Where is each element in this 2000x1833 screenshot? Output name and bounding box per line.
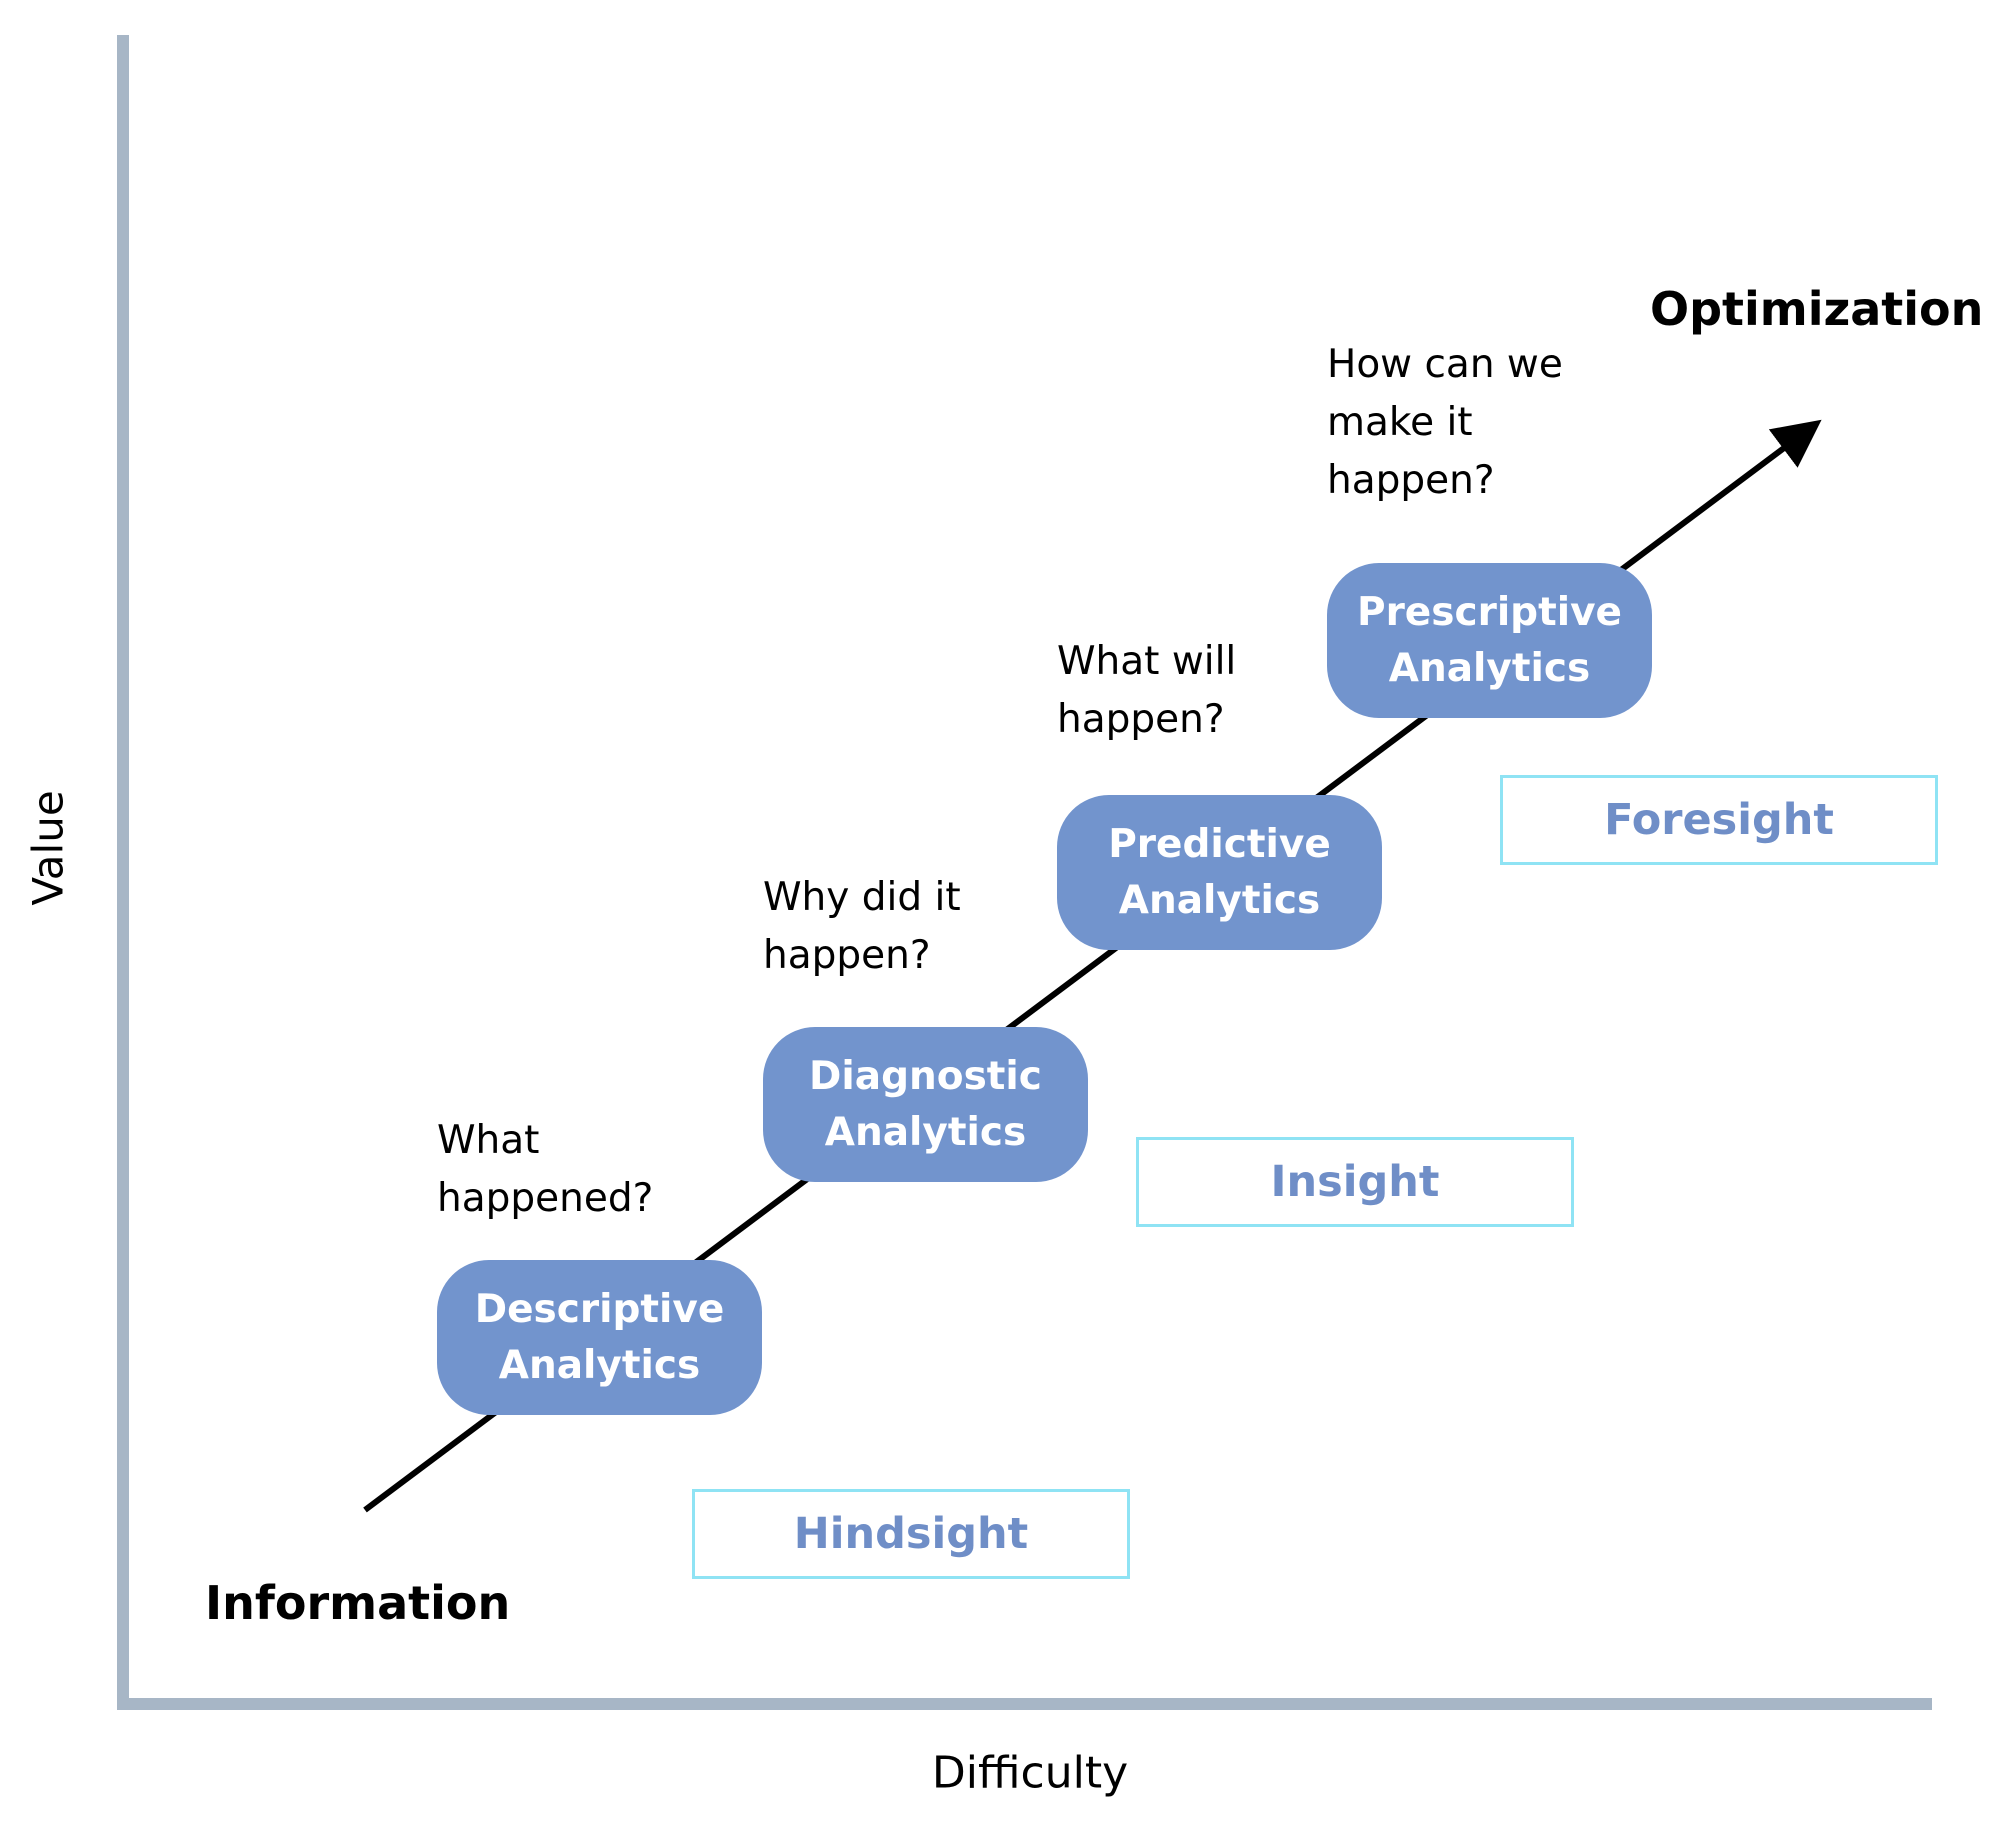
x-axis-line [117, 1698, 1932, 1710]
outcome-hindsight: Hindsight [692, 1489, 1130, 1579]
stage-descriptive-label: Descriptive Analytics [474, 1286, 725, 1388]
question-descriptive: What happened? [437, 1118, 654, 1221]
question-diagnostic: Why did it happen? [763, 875, 961, 978]
stage-prescriptive: Prescriptive Analytics [1327, 563, 1652, 718]
stage-diagnostic: Diagnostic Analytics [763, 1027, 1088, 1182]
question-predictive: What will happen? [1057, 639, 1237, 742]
outcome-foresight: Foresight [1500, 775, 1938, 865]
stage-predictive-label: Predictive Analytics [1108, 821, 1331, 923]
outcome-foresight-label: Foresight [1604, 795, 1834, 845]
outcome-insight-label: Insight [1270, 1157, 1440, 1207]
outcome-insight: Insight [1136, 1137, 1574, 1227]
x-axis-label: Difficulty [931, 1747, 1129, 1799]
end-label: Optimization [1650, 282, 1984, 336]
y-axis-line [117, 35, 129, 1709]
start-label: Information [205, 1576, 511, 1630]
stage-predictive: Predictive Analytics [1057, 795, 1382, 950]
question-prescriptive: How can we make it happen? [1327, 342, 1563, 503]
stage-descriptive: Descriptive Analytics [437, 1260, 762, 1415]
stage-diagnostic-label: Diagnostic Analytics [809, 1053, 1042, 1155]
outcome-hindsight-label: Hindsight [793, 1509, 1029, 1559]
stage-prescriptive-label: Prescriptive Analytics [1356, 589, 1622, 691]
